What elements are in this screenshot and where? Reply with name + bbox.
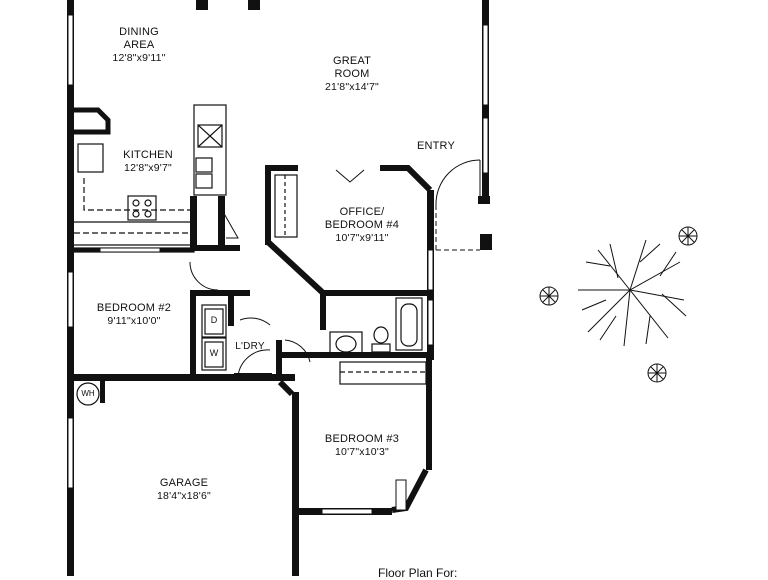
laundry-label: L'DRY <box>235 341 265 352</box>
great-room-label: GREAT ROOM 21'8"x14'7" <box>312 55 392 94</box>
kitchen-cabinetry <box>73 104 227 253</box>
office-closet <box>274 174 298 238</box>
bedroom2-name: BEDROOM #2 <box>96 302 172 314</box>
office-name-line2: BEDROOM #4 <box>324 219 400 231</box>
laundry-appliances <box>201 304 227 371</box>
small-shrubs <box>539 226 698 383</box>
floor-plan-caption: Floor Plan For: <box>378 566 458 580</box>
office-size: 10'7"x9'11" <box>335 232 389 244</box>
entry-name: ENTRY <box>416 140 456 152</box>
dryer-label: D <box>210 315 218 325</box>
kitchen-size: 12'8"x9'7" <box>124 162 172 174</box>
garage-name: GARAGE <box>159 477 209 489</box>
great-room-size: 21'8"x14'7" <box>325 81 379 93</box>
garage-label: GARAGE 18'4"x18'6" <box>144 477 224 503</box>
dining-area-label: DINING AREA 12'8"x9'11" <box>104 26 174 65</box>
windows <box>99 247 434 515</box>
dining-size: 12'8"x9'11" <box>112 52 166 64</box>
great-room-name-line1: GREAT <box>332 55 372 67</box>
office-name-line1: OFFICE/ <box>339 206 385 218</box>
west-windows <box>67 14 489 489</box>
kitchen-label: KITCHEN 12'8"x9'7" <box>112 149 184 175</box>
great-room-name-line2: ROOM <box>334 68 370 80</box>
bathroom-fixtures <box>329 297 423 355</box>
bedroom3-name: BEDROOM #3 <box>324 433 400 445</box>
bedroom3-label: BEDROOM #3 10'7"x10'3" <box>314 433 410 459</box>
bedroom2-size: 9'11"x10'0" <box>107 315 161 327</box>
entry-label: ENTRY <box>410 140 462 153</box>
water-heater-label: WH <box>81 389 95 398</box>
door-swings <box>189 159 481 377</box>
kitchen-name: KITCHEN <box>123 149 173 161</box>
water-heater <box>76 381 105 406</box>
bedroom3-closet <box>339 361 427 385</box>
washer-label: W <box>209 348 219 358</box>
bedroom2-label: BEDROOM #2 9'11"x10'0" <box>86 302 182 328</box>
dining-name-line1: DINING <box>119 26 159 38</box>
dining-name-line2: AREA <box>123 39 155 51</box>
landscape-tree <box>578 239 687 347</box>
garage-size: 18'4"x18'6" <box>157 490 211 502</box>
office-label: OFFICE/ BEDROOM #4 10'7"x9'11" <box>316 206 408 245</box>
bedroom3-size: 10'7"x10'3" <box>335 446 389 458</box>
